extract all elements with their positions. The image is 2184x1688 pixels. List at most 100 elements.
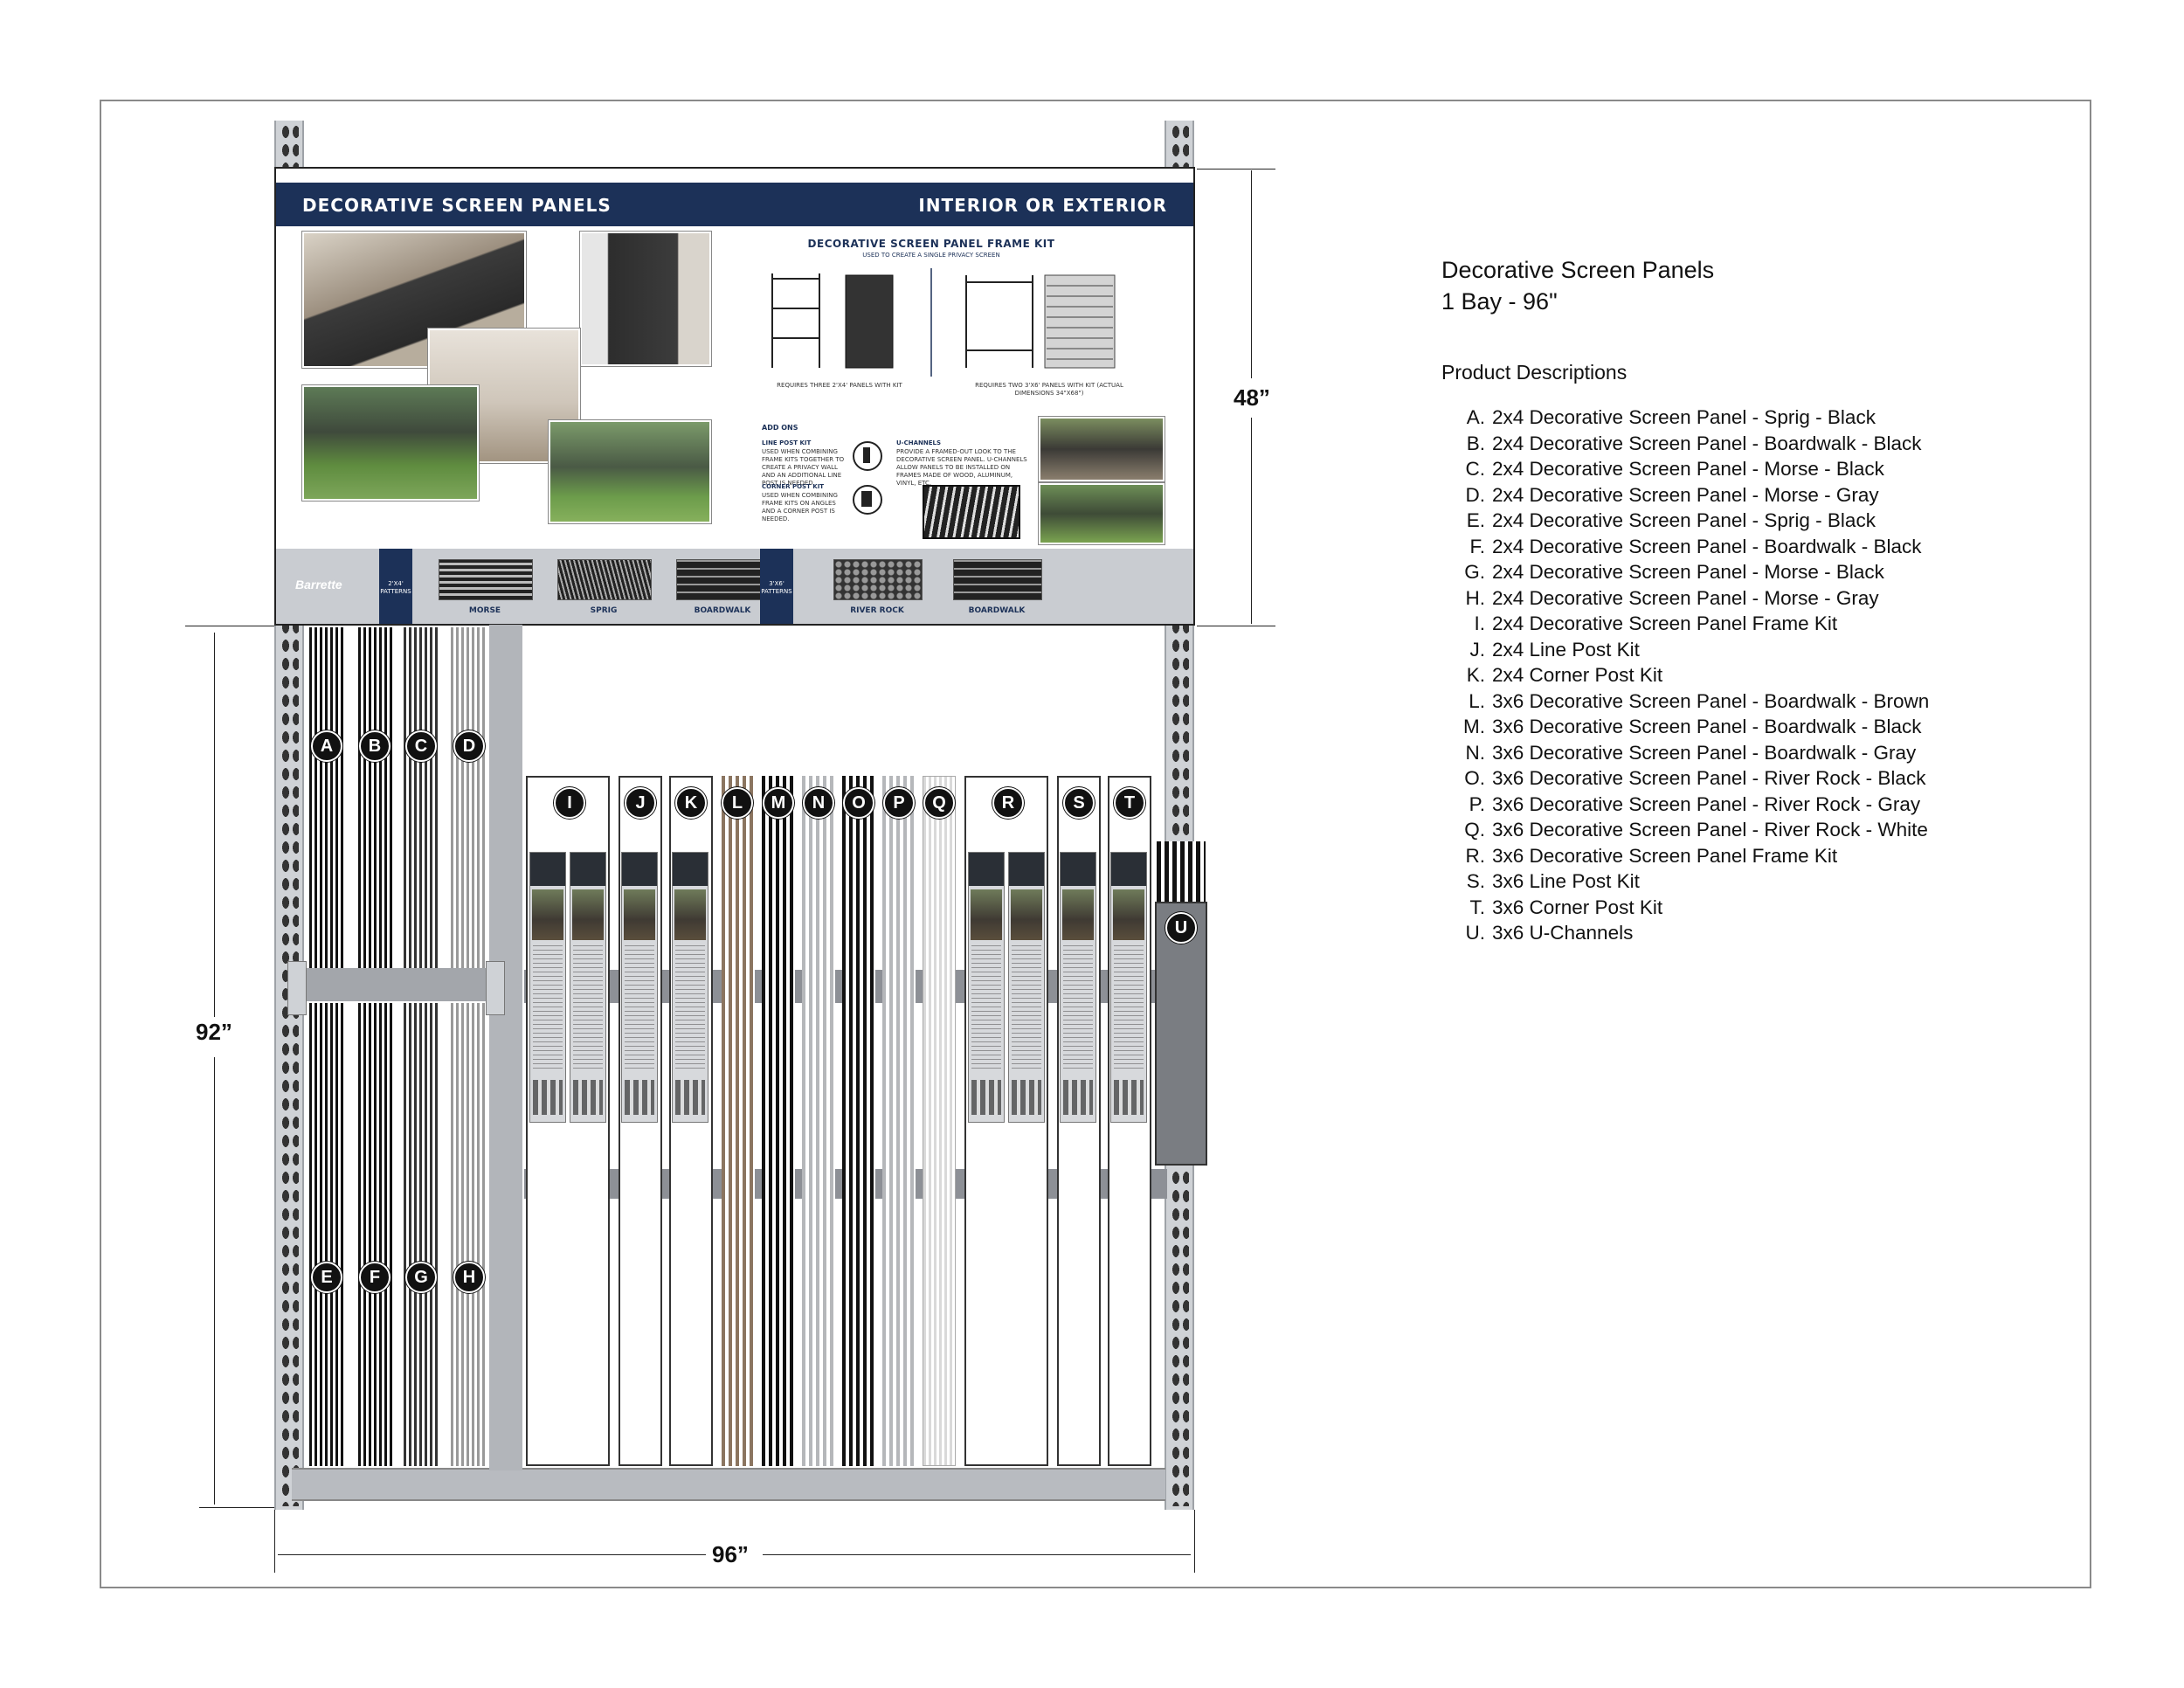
sheet-subtitle: 1 Bay - 96" (1441, 288, 1558, 315)
badge-u: U (1165, 912, 1197, 944)
frame-kit-subtitle: USED TO CREATE A SINGLE PRIVACY SCREEN (862, 252, 1000, 259)
frame-kit-title: DECORATIVE SCREEN PANEL FRAME KIT (807, 238, 1055, 250)
badge-o: O (843, 787, 874, 819)
header-dim-line-upper (1251, 170, 1252, 378)
lifestyle-photo-backyard (549, 420, 711, 523)
swatch-river-rock-3x6 (833, 559, 923, 600)
width-dim-right-tick (1194, 1510, 1195, 1573)
pattern-tag-2x4: 2'X4' PATTERNS (379, 549, 412, 624)
header-height-label: 48” (1234, 384, 1270, 411)
description-letter: T. (1469, 896, 1485, 918)
uchannel-title: U-CHANNELS (896, 439, 942, 446)
uchannel-rods (1157, 841, 1206, 904)
panel-stack-c (404, 627, 439, 968)
panel-stack-l (722, 776, 755, 1466)
rack-dim-bottom-tick (199, 1507, 274, 1508)
swatch-label-morse: MORSE (468, 606, 501, 615)
description-letter: J. (1469, 638, 1485, 661)
width-dim-line-right (763, 1554, 1191, 1555)
swatch-label-sprig: SPRIG (590, 606, 618, 615)
description-text: 3x6 Decorative Screen Panel - River Rock… (1492, 767, 1926, 789)
frame-kit-3x6-filled (1044, 274, 1116, 369)
swatch-boardwalk-3x6 (953, 559, 1042, 600)
description-text: 2x4 Decorative Screen Panel - Boardwalk … (1492, 432, 1922, 454)
product-description-item: E.2x4 Decorative Screen Panel - Sprig - … (1452, 508, 1929, 534)
swatch-label-boardwalk-3x6: BOARDWALK (968, 606, 1026, 615)
description-letter: P. (1469, 792, 1485, 815)
corner-post-title: CORNER POST KIT (762, 483, 825, 490)
product-description-item: N.3x6 Decorative Screen Panel - Boardwal… (1452, 740, 1929, 766)
description-letter: Q. (1464, 819, 1485, 841)
swatch-boardwalk-2x4 (676, 559, 771, 600)
frame-kit-note-2x4: REQUIRES THREE 2'X4' PANELS WITH KIT (777, 382, 902, 389)
lifestyle-photo-screen (580, 232, 711, 366)
frame-kit-2x4-empty (771, 273, 820, 368)
description-text: 2x4 Decorative Screen Panel - Morse - Bl… (1492, 458, 1884, 480)
badge-r: R (992, 787, 1024, 819)
description-letter: N. (1465, 741, 1486, 764)
badge-a: A (311, 730, 342, 762)
rack-width-label: 96” (712, 1541, 749, 1567)
description-text: 3x6 Decorative Screen Panel Frame Kit (1492, 844, 1838, 867)
product-description-item: O. 3x6 Decorative Screen Panel - River Ro… (1452, 765, 1929, 792)
package-frame-kit-2x4-2 (570, 852, 606, 1123)
product-description-item: K.2x4 Corner Post Kit (1452, 662, 1929, 688)
badge-l: L (722, 787, 753, 819)
crossbar-bracket-left (287, 961, 307, 1015)
brand-logo: Barrette (295, 578, 342, 591)
description-letter: G. (1464, 561, 1485, 583)
badge-t: T (1114, 787, 1145, 819)
description-text: 2x4 Decorative Screen Panel Frame Kit (1492, 612, 1838, 634)
badge-m: M (763, 787, 794, 819)
rack-dim-line-upper (214, 633, 215, 1017)
badge-j: J (625, 787, 656, 819)
description-text: 2x4 Decorative Screen Panel - Morse - Gr… (1492, 483, 1879, 506)
badge-s: S (1063, 787, 1095, 819)
swatch-sprig-2x4 (557, 559, 652, 600)
description-letter: H. (1465, 586, 1486, 609)
pattern-tag-3x6: 3'X6' PATTERNS (760, 549, 793, 624)
product-description-item: L. 3x6 Decorative Screen Panel - Boardwal… (1452, 688, 1929, 715)
addon-photo-patio (1039, 417, 1165, 481)
panel-stack-h (451, 1003, 486, 1466)
product-description-item: Q. 3x6 Decorative Screen Panel - River Ro… (1452, 817, 1929, 843)
product-description-item: F.2x4 Decorative Screen Panel - Boardwal… (1452, 534, 1929, 560)
line-post-title: LINE POST KIT (762, 439, 812, 446)
description-letter: L. (1469, 689, 1485, 712)
product-description-item: H.2x4 Decorative Screen Panel - Morse - … (1452, 585, 1929, 612)
product-description-item: J.2x4 Line Post Kit (1452, 637, 1929, 663)
package-line-post-2x4 (621, 852, 658, 1123)
description-text: 3x6 Line Post Kit (1492, 870, 1640, 892)
badge-n: N (803, 787, 834, 819)
description-letter: O. (1464, 767, 1485, 789)
descriptions-heading: Product Descriptions (1441, 361, 1628, 384)
line-post-icon (853, 441, 882, 471)
product-description-item: A.2x4 Decorative Screen Panel - Sprig - … (1452, 405, 1929, 431)
badge-b: B (359, 730, 390, 762)
description-text: 2x4 Decorative Screen Panel - Sprig - Bl… (1492, 406, 1876, 428)
description-letter: R. (1465, 844, 1486, 867)
panel-stack-e (309, 1003, 344, 1466)
product-description-item: G.2x4 Decorative Screen Panel - Morse - … (1452, 559, 1929, 585)
width-dim-left-tick (274, 1510, 275, 1573)
line-post-text: USED WHEN COMBINING FRAME KITS TOGETHER … (762, 448, 845, 487)
description-letter: K. (1466, 664, 1485, 686)
panel-stack-d (451, 627, 486, 968)
header-sign-banner: DECORATIVE SCREEN PANELS INTERIOR OR EXT… (276, 183, 1193, 226)
swatch-morse-2x4 (439, 559, 533, 600)
description-text: 3x6 Decorative Screen Panel - Boardwalk … (1492, 689, 1930, 712)
description-text: 2x4 Decorative Screen Panel - Sprig - Bl… (1492, 509, 1876, 531)
corner-post-text: USED WHEN COMBINING FRAME KITS ON ANGLES… (762, 492, 838, 522)
badge-q: Q (923, 787, 955, 819)
panel-stack-f (358, 1003, 393, 1466)
badge-h: H (453, 1262, 485, 1293)
description-letter: I. (1474, 612, 1485, 634)
header-sign: DECORATIVE SCREEN PANELS INTERIOR OR EXT… (274, 167, 1195, 626)
description-text: 3x6 Decorative Screen Panel - River Rock… (1492, 819, 1928, 841)
package-frame-kit-2x4-1 (529, 852, 566, 1123)
product-description-item: S.3x6 Line Post Kit (1452, 868, 1929, 895)
rack-height-label: 92” (196, 1019, 232, 1045)
badge-e: E (311, 1262, 342, 1293)
description-text: 3x6 Corner Post Kit (1492, 896, 1663, 918)
product-description-item: P.3x6 Decorative Screen Panel - River Ro… (1452, 792, 1929, 818)
